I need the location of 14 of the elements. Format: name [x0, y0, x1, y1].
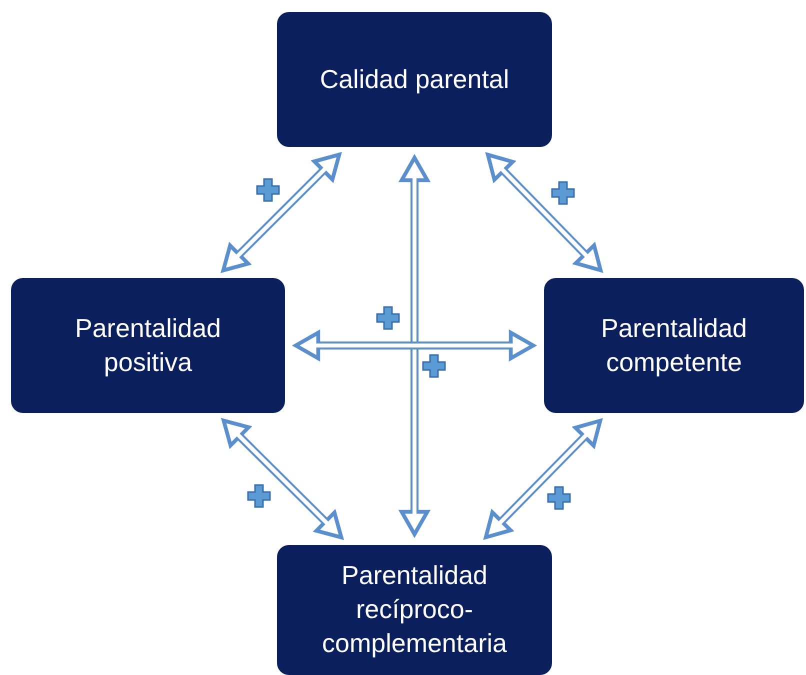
box-label: Parentalidad recíproco-complementaria	[321, 559, 508, 660]
process-box	[11, 278, 285, 413]
process-box	[277, 545, 552, 675]
double-arrow	[400, 156, 430, 536]
double-arrow	[221, 152, 342, 272]
box-label: Parentalidad competente	[600, 312, 748, 378]
double-arrow	[484, 418, 602, 540]
box-label: Parentalidad positiva	[74, 312, 222, 378]
double-arrow	[294, 330, 536, 360]
box-label: Calidad parental	[320, 62, 510, 96]
double-arrow	[222, 418, 344, 540]
process-box	[544, 278, 804, 413]
process-box	[277, 12, 552, 147]
double-arrow	[486, 152, 603, 272]
